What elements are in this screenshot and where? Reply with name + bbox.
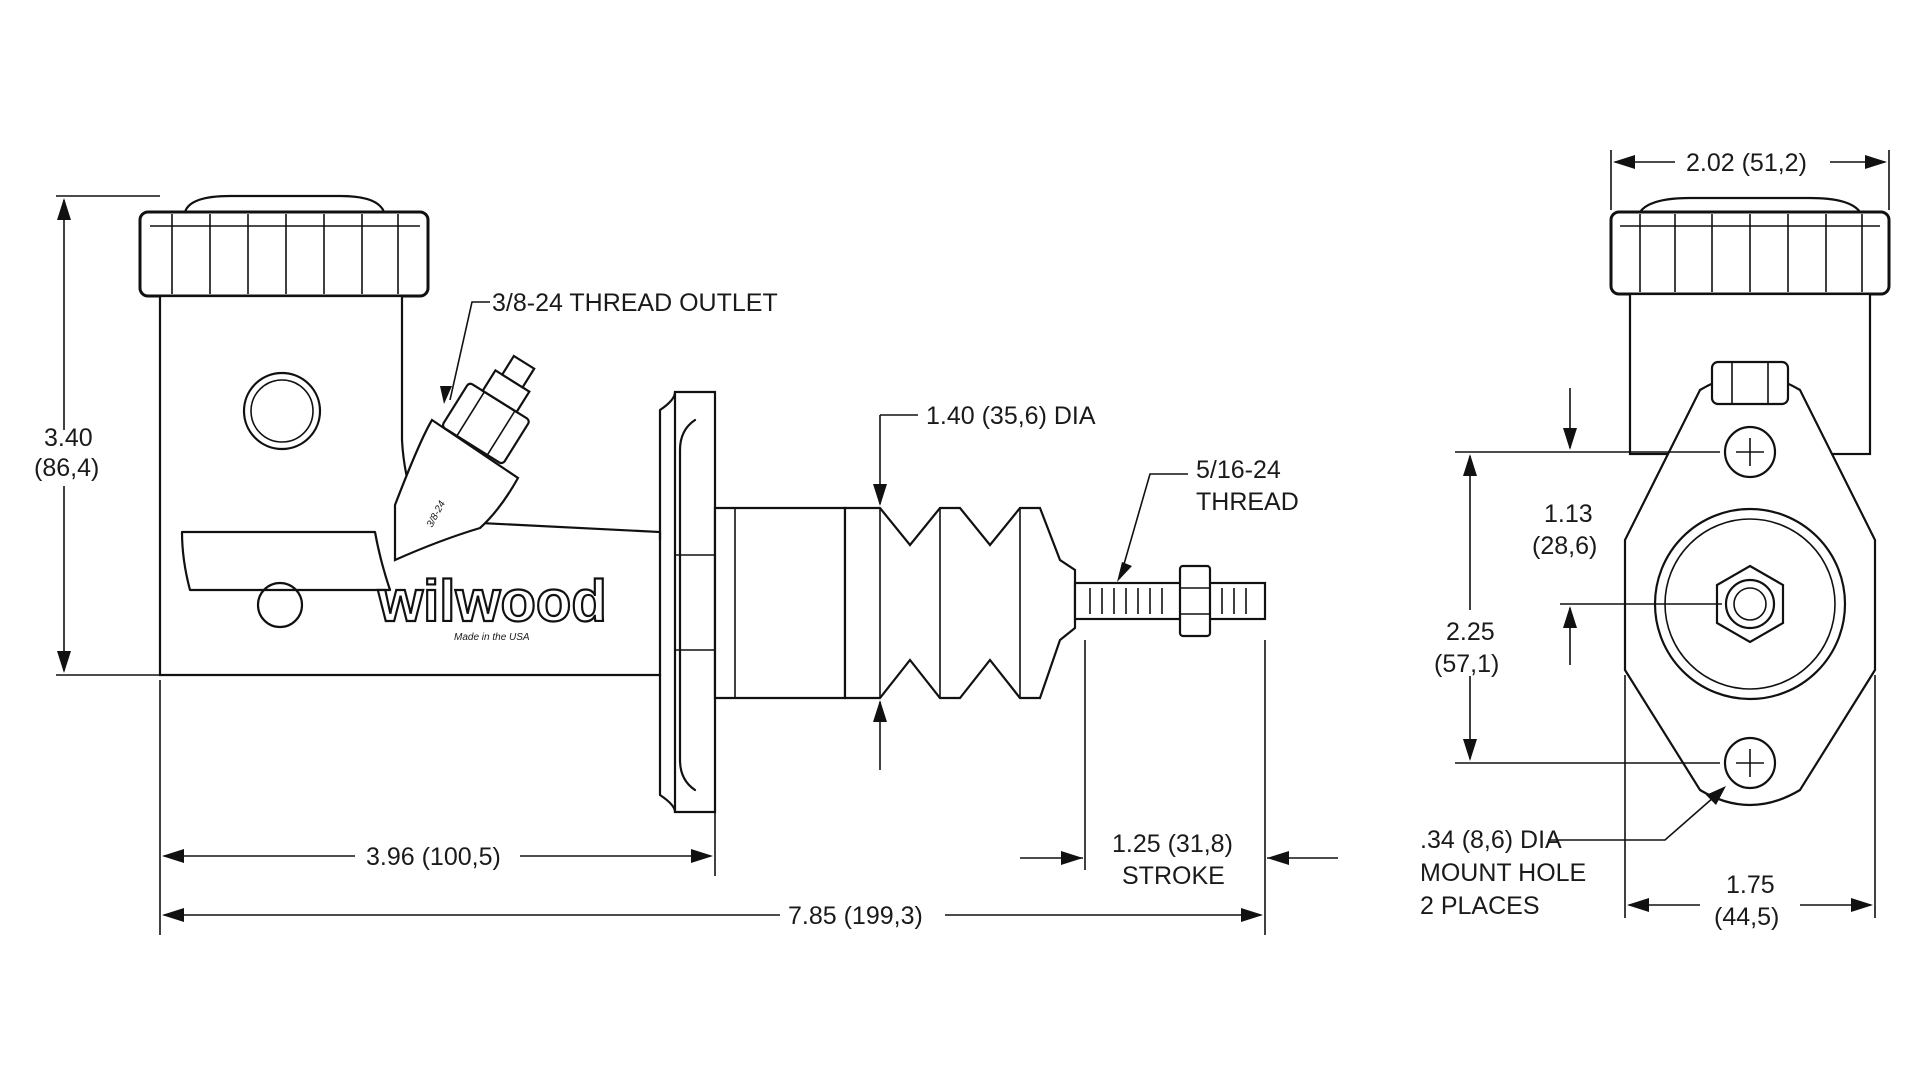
body-length-label: 3.96 (100,5): [366, 843, 501, 871]
pushrod: [1073, 564, 1267, 638]
brand-logo: wilwood: [377, 569, 607, 634]
overall-length-label: 7.85 (199,3): [788, 902, 923, 930]
mount-hole-line1: .34 (8,6) DIA: [1420, 826, 1562, 854]
side-view: 3/8-24 wilwood Made in the USA: [34, 194, 1338, 935]
flange-width-mm-label: (44,5): [1714, 903, 1779, 931]
reservoir-sight-port: [242, 371, 322, 451]
outlet-fitting: [441, 354, 536, 465]
outlet-thread-label: 3/8-24 THREAD OUTLET: [492, 289, 778, 317]
outlet-boss: [393, 418, 520, 562]
pushrod-thread-line2: THREAD: [1196, 488, 1299, 516]
mount-hole-top: [1723, 425, 1777, 479]
end-view: 2.02 (51,2) 1.13 (28,6) 2.25 (57,1): [1420, 149, 1891, 931]
outlet-callout: 3/8-24 THREAD OUTLET: [440, 289, 778, 404]
stroke-dimension: 1.25 (31,8) STROKE: [1020, 830, 1338, 890]
height-dimension: 3.40 (86,4): [34, 195, 160, 676]
hole-spacing-in-label: 2.25: [1446, 618, 1495, 646]
height-in-label: 3.40: [44, 424, 93, 452]
mount-hole-line2: MOUNT HOLE: [1420, 859, 1586, 887]
bellows-boot: [843, 506, 1077, 700]
flange-width-in-label: 1.75: [1726, 871, 1775, 899]
end-view-cap: [1609, 196, 1891, 296]
boot-dia-label: 1.40 (35,6) DIA: [926, 402, 1096, 430]
mount-hole-callout: .34 (8,6) DIA MOUNT HOLE 2 PLACES: [1420, 786, 1726, 920]
mount-hole-line3: 2 PLACES: [1420, 892, 1540, 920]
flange-width-dimension: 1.75 (44,5): [1624, 675, 1876, 931]
offset-dimension: 1.13 (28,6): [1532, 388, 1597, 665]
top-width-label: 2.02 (51,2): [1686, 149, 1807, 177]
end-view-fitting: [1710, 360, 1790, 406]
mount-hole-bottom: [1723, 736, 1777, 790]
offset-mm-label: (28,6): [1532, 532, 1597, 560]
hole-spacing-dimension: 2.25 (57,1): [1434, 454, 1499, 761]
end-view-nut: [1715, 564, 1785, 644]
reservoir-cap: [138, 194, 430, 298]
body-length-dimension: 3.96 (100,5): [162, 843, 713, 871]
pushrod-thread-callout: 5/16-24 THREAD: [1117, 456, 1299, 582]
jam-nut: [1178, 564, 1212, 638]
pushrod-thread-line1: 5/16-24: [1196, 456, 1281, 484]
made-in-usa: Made in the USA: [454, 632, 530, 643]
boot-dia-dimension: 1.40 (35,6) DIA: [873, 402, 1096, 770]
top-width-dimension: 2.02 (51,2): [1610, 149, 1890, 210]
stroke-label: STROKE: [1122, 862, 1225, 890]
bleed-port: [256, 581, 304, 629]
hole-spacing-mm-label: (57,1): [1434, 650, 1499, 678]
height-mm-label: (86,4): [34, 454, 99, 482]
overall-length-dimension: 7.85 (199,3): [162, 902, 1263, 930]
offset-in-label: 1.13: [1544, 500, 1593, 528]
stroke-value-label: 1.25 (31,8): [1112, 830, 1233, 858]
